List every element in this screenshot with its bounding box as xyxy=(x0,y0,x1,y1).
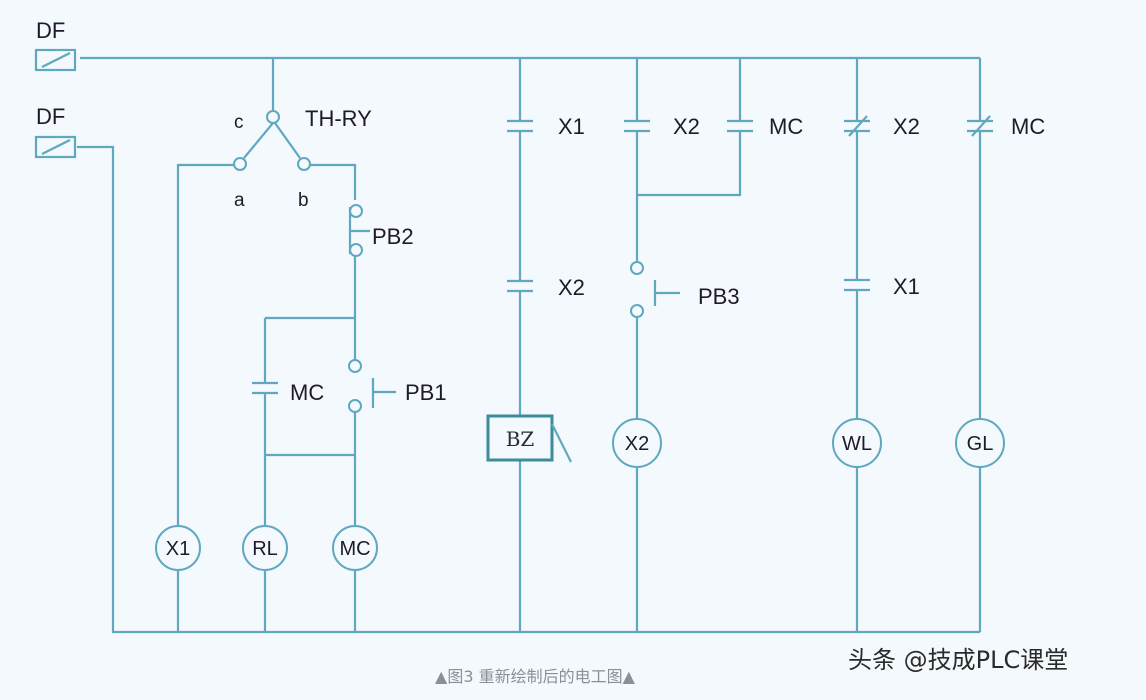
figure-caption: ▲图3 重新绘制后的电工图▲ xyxy=(435,667,636,686)
x2-contact-label: X2 xyxy=(673,114,700,139)
mc-contact-label: MC xyxy=(769,114,803,139)
coil-wl-label: WL xyxy=(842,433,872,455)
coil-mc: MC xyxy=(332,525,378,571)
wl-contact2-label: X1 xyxy=(893,274,920,299)
switch-label: TH-RY xyxy=(305,106,372,131)
coil-x1: X1 xyxy=(155,525,201,571)
switch-b-label: b xyxy=(298,190,309,211)
df-breaker-bottom xyxy=(34,135,77,159)
bz-contact2-label: X2 xyxy=(558,275,585,300)
gl-contact-label: MC xyxy=(1011,114,1045,139)
pb1-label: PB1 xyxy=(405,380,447,405)
wl-column xyxy=(832,58,882,632)
pb1-button xyxy=(348,318,396,632)
pb3-label: PB3 xyxy=(698,284,740,309)
pb2-label: PB2 xyxy=(372,224,414,249)
watermark: 头条 @技成PLC课堂 xyxy=(848,646,1068,674)
bz-column xyxy=(486,58,572,632)
wl-contact1-label: X2 xyxy=(893,114,920,139)
switch-a-label: a xyxy=(234,190,245,211)
coil-rl-label: RL xyxy=(252,538,278,560)
gl-column xyxy=(955,58,1005,632)
coil-rl: RL xyxy=(242,525,288,571)
df-top-label: DF xyxy=(36,18,65,43)
buzzer-label: BZ xyxy=(506,427,535,451)
pb2-button xyxy=(348,204,370,318)
coil-x2-label: X2 xyxy=(625,433,649,455)
df-breaker-top xyxy=(34,48,77,72)
mc-contact-left-label: MC xyxy=(290,380,324,405)
bottom-rail xyxy=(77,145,980,634)
x2-column xyxy=(612,58,753,632)
mc-contact-left xyxy=(252,381,278,395)
switch-c-label: c xyxy=(234,112,244,133)
bz-contact1-label: X1 xyxy=(558,114,585,139)
df-bottom-label: DF xyxy=(36,104,65,129)
coil-mc-label: MC xyxy=(339,538,370,560)
coil-x1-label: X1 xyxy=(166,538,190,560)
coil-gl-label: GL xyxy=(967,433,994,455)
holding-branch xyxy=(263,316,355,632)
th-ry-switch xyxy=(176,58,357,632)
